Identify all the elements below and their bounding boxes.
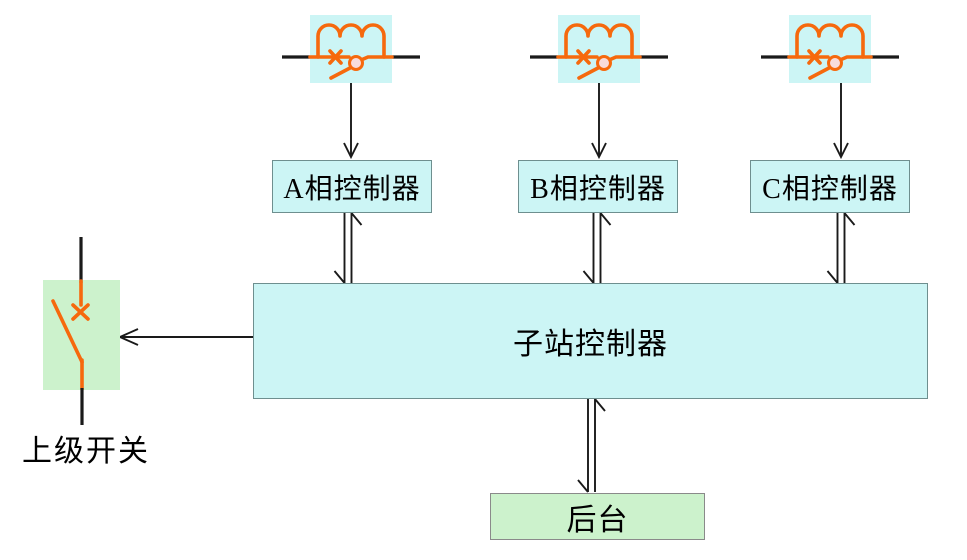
backend-label: 后台 <box>566 503 629 537</box>
arrow-symbol-to-controller-c <box>833 82 849 158</box>
phase-b-controller-box: B相控制器 <box>518 160 678 213</box>
arrow-substation-to-upper-switch <box>117 328 254 346</box>
double-arrow-substation-backend <box>577 398 606 493</box>
phase-b-controller-label: B相控制器 <box>530 173 666 205</box>
phase-c-controller-label: C相控制器 <box>762 173 898 205</box>
double-arrow-controller-b-substation <box>582 212 612 284</box>
double-arrow-controller-a-substation <box>333 212 363 284</box>
substation-controller-label: 子站控制器 <box>513 328 668 361</box>
double-arrow-controller-c-substation <box>826 212 856 284</box>
phase-a-controller-label: A相控制器 <box>283 173 421 205</box>
substation-controller-box: 子站控制器 <box>253 283 928 399</box>
upper-switch-icon <box>43 237 120 425</box>
backend-box: 后台 <box>490 493 705 540</box>
phase-c-coil-switch-icon <box>759 13 901 85</box>
upper-switch-label: 上级开关 <box>22 435 150 468</box>
phase-a-controller-box: A相控制器 <box>272 160 432 213</box>
phase-b-coil-switch-icon <box>528 13 670 85</box>
phase-c-controller-box: C相控制器 <box>750 160 910 213</box>
arrow-symbol-to-controller-a <box>343 82 359 158</box>
phase-a-coil-switch-icon <box>280 13 422 85</box>
arrow-symbol-to-controller-b <box>591 82 607 158</box>
